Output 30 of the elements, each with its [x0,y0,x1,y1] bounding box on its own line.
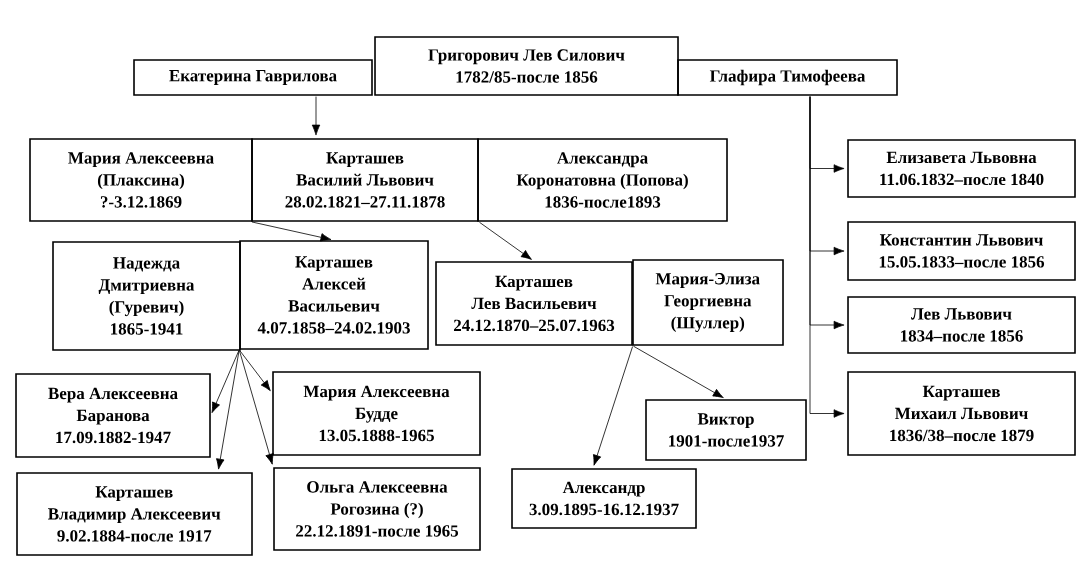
arrow [216,350,240,470]
person-box: Константин Львович 15.05.1833–после 1856 [847,221,1076,281]
arrow [633,345,724,399]
person-box: Вера Алексеевна Баранова 17.09.1882-1947 [15,373,211,458]
arrow [239,350,274,465]
arrow [239,350,271,392]
person-box: Екатерина Гаврилова [133,59,373,96]
arrow [311,96,321,136]
person-box: Григорович Лев Силович 1782/85-после 1856 [374,36,679,96]
person-box: Елизавета Львовна 11.06.1832–после 1840 [847,139,1076,198]
arrow [809,96,845,418]
person-box: Глафира Тимофеева [677,59,898,96]
person-box: Надежда Дмитриевна (Гуревич) 1865-1941 [52,241,241,351]
person-box: Карташев Лев Васильевич 24.12.1870–25.07.1963 [435,261,633,346]
person-box: Карташев Василий Львович 28.02.1821–27.11.1878 [251,138,479,222]
person-box: Ольга Алексеевна Рогозина (?) 22.12.1891-после 1965 [273,467,481,551]
person-box: Лев Львович 1834–после 1856 [847,296,1076,354]
person-box: Мария-Элиза Георгиевна (Шуллер) [632,259,784,346]
person-box: Мария Алексеевна Будде 13.05.1888-1965 [272,371,481,456]
person-box: Карташев Алексей Васильевич 4.07.1858–24.02.1903 [239,240,429,350]
person-box: Александра Коронатовна (Попова) 1836-после1893 [477,138,728,222]
person-box: Александр 3.09.1895-16.12.1937 [511,468,697,529]
person-box: Виктор 1901-после1937 [645,399,807,461]
arrow [251,221,332,242]
person-box: Мария Алексеевна (Плаксина) ?-3.12.1869 [29,138,253,222]
arrow [479,221,532,260]
arrow [211,350,240,413]
person-box: Карташев Владимир Алексеевич 9.02.1884-после 1917 [16,472,253,556]
arrow [593,346,633,466]
person-box: Карташев Михаил Львович 1836/38–после 1879 [847,371,1076,456]
